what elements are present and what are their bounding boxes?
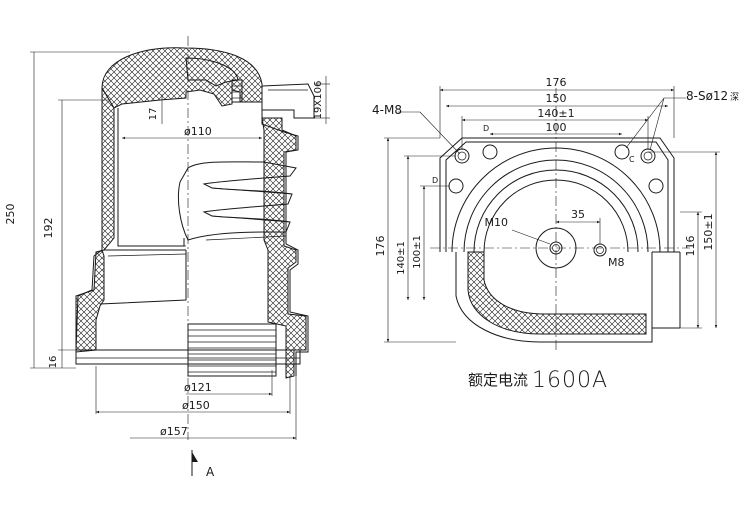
left-wall [75,86,115,353]
dim-dia-121: ø121 [184,381,212,394]
callout-8-s12: 8-Sø12 [686,89,728,103]
dim-35: 35 [571,208,585,221]
dim-140-v: 140±1 [396,241,407,275]
callout-m8: M8 [608,256,625,269]
mount-hole [648,178,664,194]
plate-outline [439,137,675,252]
dim-250: 250 [4,204,17,225]
dim-16: 16 [48,356,59,369]
mount-hole [448,178,464,194]
section-label-a: A [206,465,215,479]
mount-hole [640,148,656,164]
dim-dia-110: ø110 [184,125,212,138]
dim-100-h: 100 [546,121,567,134]
cap-dome [101,47,263,109]
dim-150-h: 150 [546,92,567,105]
rating-label-text: 额定电流 [468,371,528,389]
side-port [261,83,315,119]
mount-hole [482,144,498,160]
top-view: 176 150 140±1 100 176 140±1 100±1 116 15… [372,76,739,352]
dim-192: 192 [42,218,55,239]
dim-150-v: 150±1 [702,213,715,250]
mount-hole [614,144,630,160]
rating-value: 1600A [532,368,608,393]
callout-m10: M10 [485,216,509,229]
mark-d-left: D [432,176,438,185]
rating-label: 额定电流 1600A [468,368,608,393]
dim-dia-150: ø150 [182,399,210,412]
dim-176-h: 176 [546,76,567,89]
dim-19x106: 19X106 [313,81,324,120]
dim-17: 17 [148,108,159,121]
right-wall [261,117,307,379]
threaded-section [187,323,277,377]
shed-fins [177,161,297,241]
dim-dia-157: ø157 [160,425,188,438]
cap-insert [231,79,243,103]
callout-4-m8: 4-M8 [372,103,402,117]
dim-140-h: 140±1 [537,107,574,120]
dim-116-v: 116 [684,236,697,257]
callout-8-s12-suffix: 深 [730,92,739,103]
mark-d-top: D [483,124,489,133]
side-thread [593,243,607,257]
dim-176-v: 176 [374,236,387,257]
mark-c: C [629,155,635,164]
side-view: 250 192 16 17 19X106 ø110 ø121 ø150 ø157 [4,36,330,479]
lower-hatched-body [467,251,647,335]
dim-100-v: 100±1 [412,235,423,269]
